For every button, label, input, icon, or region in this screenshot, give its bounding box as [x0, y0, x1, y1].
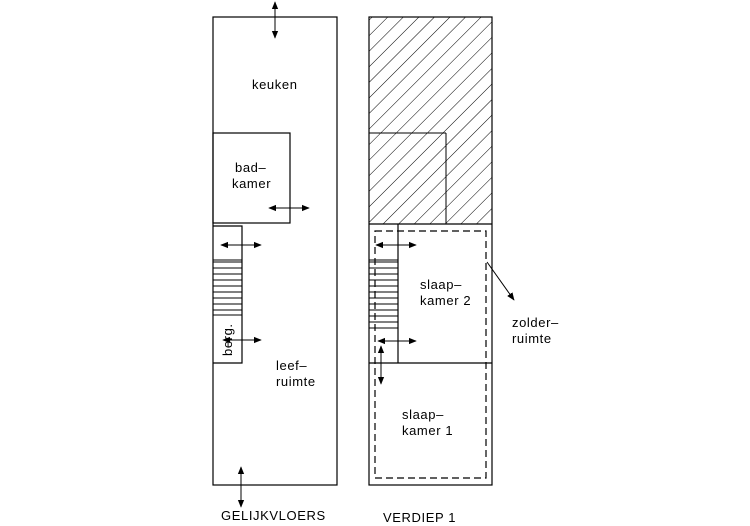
- storage-label: berg.: [220, 323, 235, 356]
- first-floor-plan: slaap– kamer 2 slaap– kamer 1 zolder– ru…: [368, 16, 559, 525]
- bedroom-2-label-line-1: slaap–: [420, 277, 462, 292]
- bedroom-1-label-line-1: slaap–: [402, 407, 444, 422]
- bedroom-1-label-line-2: kamer 1: [402, 423, 453, 438]
- hatched-void-area: [369, 17, 492, 224]
- first-floor-title: VERDIEP 1: [383, 510, 456, 525]
- first-floor-stairs: [369, 259, 398, 329]
- ground-floor-plan: keuken bad– kamer berg. leef– ruimte GEL…: [212, 1, 338, 523]
- attic-dashed-boundary: [374, 230, 487, 479]
- storage-walls: [213, 225, 243, 364]
- attic-label-line-2: ruimte: [512, 331, 552, 346]
- living-room-label-line-2: ruimte: [276, 374, 316, 389]
- kitchen-label: keuken: [252, 77, 298, 92]
- bathroom-label-line-1: bad–: [235, 160, 266, 175]
- first-floor-outline: [368, 16, 493, 486]
- ground-floor-title: GELIJKVLOERS: [221, 508, 326, 523]
- bedroom-2-label-line-2: kamer 2: [420, 293, 471, 308]
- bathroom-walls: [212, 132, 291, 224]
- living-room-label-line-1: leef–: [276, 358, 307, 373]
- ground-stairs: [213, 259, 242, 311]
- bathroom-label-line-2: kamer: [232, 176, 271, 191]
- attic-label-line-1: zolder–: [512, 315, 559, 330]
- attic-pointer-arrow: [486, 261, 515, 301]
